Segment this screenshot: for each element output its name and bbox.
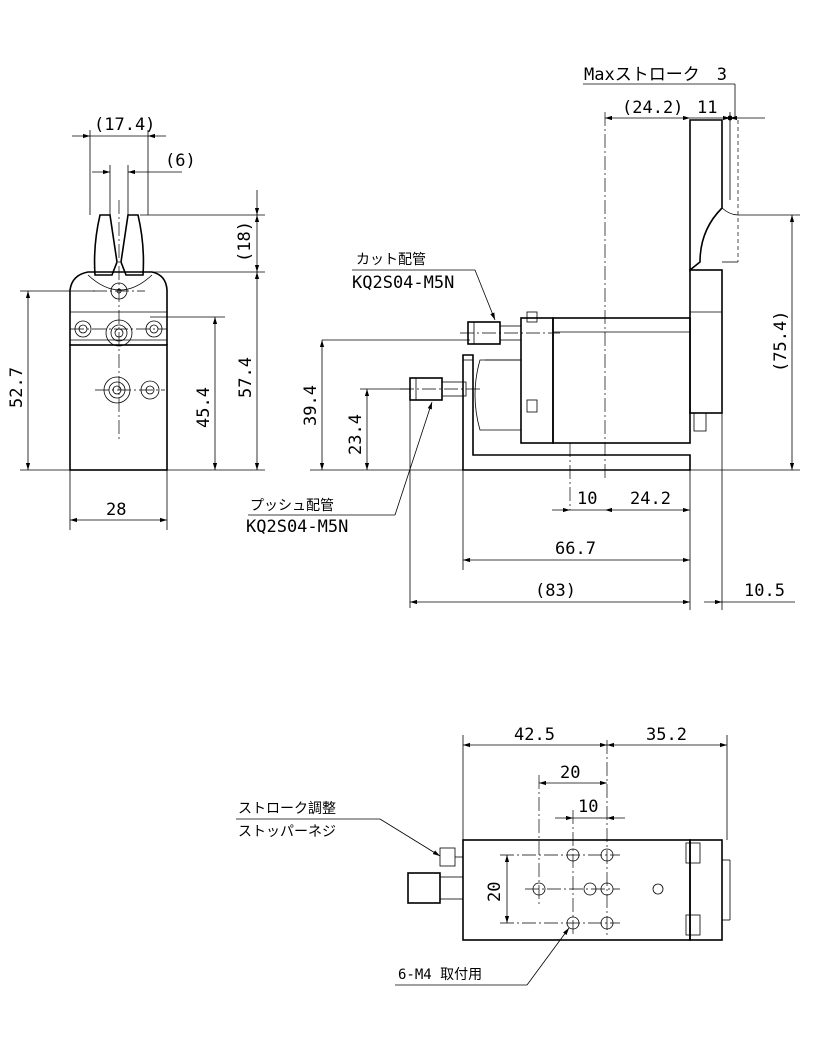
top-push-fitting (407, 872, 441, 904)
dim-jaw-gap: (6) (165, 151, 196, 171)
dim-overall-height: 52.7 (7, 367, 27, 408)
push-port-title: プッシュ配管 (250, 498, 334, 514)
dim-base-width: 28 (106, 500, 126, 520)
mount-holes-label: 6-M4 取付用 (398, 967, 482, 983)
dim-top-right: 11 (697, 98, 717, 118)
dim-push-port-height: 23.4 (346, 414, 366, 455)
dim-cut-port-height: 39.4 (301, 385, 321, 426)
top-end-plate (689, 839, 723, 941)
dim-body-length: 66.7 (555, 539, 596, 559)
dim-vertical-20: 20 (485, 882, 505, 902)
side-manifold (520, 317, 554, 444)
dim-center-height: 45.4 (194, 387, 214, 428)
stopper-label-line2: ストッパーネジ (238, 824, 336, 840)
side-bracket (462, 354, 691, 471)
dim-bottom-b: 24.2 (630, 489, 671, 509)
dim-overall-length: (83) (535, 581, 576, 601)
dim-total-height: 57.4 (236, 357, 256, 398)
side-body (552, 317, 691, 444)
top-view: 42.5 35.2 20 10 20 ストローク調整 ストッパーネジ 6-M4 … (236, 725, 731, 986)
side-end-plate (689, 269, 723, 414)
front-view: (17.4) (6) (18) 52.7 45.4 57.4 28 (7, 115, 265, 530)
dim-max-stroke: Maxストローク 3 (584, 65, 727, 85)
top-stopper-screw (439, 847, 456, 867)
front-head (69, 271, 168, 345)
dim-jaw-width: (17.4) (94, 115, 155, 135)
push-port-part: KQ2S04-M5N (246, 517, 348, 537)
dim-jaw-height: (18) (235, 221, 255, 262)
side-jaw-blade (689, 119, 723, 272)
stopper-label-line1: ストローク調整 (238, 801, 336, 817)
dim-left-length: 42.5 (514, 725, 555, 745)
dim-right-length: 35.2 (646, 725, 687, 745)
dim-pitch-10: 10 (578, 797, 598, 817)
front-right-jaw (120, 214, 145, 276)
side-view: Maxストローク 3 (24.2) 11 (75.4) 39.4 23.4 10… (246, 65, 800, 610)
dim-pitch-20: 20 (560, 763, 580, 783)
front-body (69, 344, 168, 471)
dim-top-left: (24.2) (622, 98, 683, 118)
dim-bottom-a: 10 (577, 489, 597, 509)
cut-port-part: KQ2S04-M5N (352, 273, 454, 293)
front-left-jaw (93, 214, 118, 276)
dim-right-height: (75.4) (771, 311, 791, 372)
dim-overhang: 10.5 (744, 581, 785, 601)
hole-8 (652, 883, 664, 895)
cut-port-title: カット配管 (356, 252, 426, 268)
